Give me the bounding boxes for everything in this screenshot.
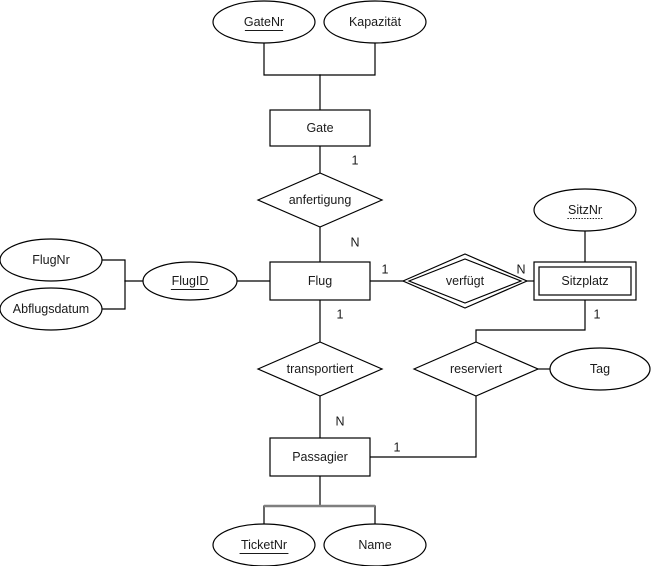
- relationship-label: anfertigung: [289, 193, 352, 207]
- entity-passagier[interactable]: Passagier: [269, 437, 371, 477]
- attribute-kapazitaet[interactable]: Kapazität: [323, 0, 427, 44]
- cardinality-anfertigung-flug: N: [350, 235, 359, 249]
- cardinality-passagier-reserviert: 1: [394, 440, 401, 454]
- attribute-ellipse: [0, 287, 103, 331]
- cardinality-gate-anfertigung: 1: [352, 153, 359, 167]
- entity-rect: [269, 109, 371, 147]
- attribute-ellipse: [212, 0, 316, 44]
- entity-label: Flug: [308, 274, 332, 288]
- attribute-label: Tag: [590, 362, 610, 376]
- connector-layer: [101, 42, 586, 525]
- connector-passagier-to-reserviert: [369, 395, 477, 458]
- attribute-ellipse: [323, 523, 427, 566]
- attribute-gatenr[interactable]: GateNr: [212, 0, 316, 44]
- attribute-label: FlugID: [172, 274, 209, 288]
- relationship-diamond: [412, 341, 540, 397]
- attribute-name[interactable]: Name: [323, 523, 427, 566]
- relationship-anfertigung[interactable]: anfertigung: [256, 172, 384, 228]
- entity-rect: [533, 261, 637, 301]
- entity-label: Sitzplatz: [561, 274, 608, 288]
- cardinality-verfuegt-sitzplatz: N: [516, 262, 525, 276]
- relationship-verfuegt[interactable]: verfügt: [401, 253, 529, 309]
- entity-rect: [269, 437, 371, 477]
- relationship-diamond: [401, 253, 529, 309]
- relationship-label: verfügt: [446, 274, 485, 288]
- attribute-label: TicketNr: [241, 538, 287, 552]
- attribute-ticketnr[interactable]: TicketNr: [212, 523, 316, 566]
- attribute-ellipse: [323, 0, 427, 44]
- connector-gatenr-to-gate-bus: [263, 42, 321, 76]
- connector-sitzplatz-to-reserviert: [475, 299, 586, 343]
- entity-flug[interactable]: Flug: [269, 261, 371, 301]
- attribute-label: Abflugsdatum: [13, 302, 89, 316]
- relationship-label: transportiert: [287, 362, 354, 376]
- connector-abflugsdatum-to-bus: [101, 280, 126, 310]
- attribute-label: GateNr: [244, 15, 284, 29]
- relationship-diamond: [256, 341, 384, 397]
- entity-gate[interactable]: Gate: [269, 109, 371, 147]
- cardinality-flug-verfuegt: 1: [382, 262, 389, 276]
- attribute-abflugsdatum[interactable]: Abflugsdatum: [0, 287, 103, 331]
- relationship-diamond: [256, 172, 384, 228]
- attribute-ellipse: [533, 188, 637, 232]
- attribute-sitznr[interactable]: SitzNr: [533, 188, 637, 232]
- attribute-ellipse: [549, 347, 651, 391]
- relationship-layer: anfertigung verfügt transportiert reservier…: [256, 172, 540, 397]
- entity-rect-inner: [538, 266, 632, 296]
- attribute-ellipse: [142, 261, 238, 301]
- attribute-label: SitzNr: [568, 203, 602, 217]
- entity-sitzplatz[interactable]: Sitzplatz: [533, 261, 637, 301]
- attribute-label: Kapazität: [349, 15, 402, 29]
- attribute-ellipse: [0, 238, 103, 282]
- attribute-ellipse: [212, 523, 316, 566]
- entity-rect: [269, 261, 371, 301]
- attribute-label: FlugNr: [32, 253, 70, 267]
- attribute-flugid[interactable]: FlugID: [142, 261, 238, 301]
- relationship-label: reserviert: [450, 362, 503, 376]
- entity-label: Gate: [306, 121, 333, 135]
- cardinality-sitzplatz-reserviert: 1: [594, 307, 601, 321]
- entity-label: Passagier: [292, 450, 348, 464]
- connector-kapazitaet-to-gate-bus: [319, 42, 376, 76]
- cardinality-flug-transportiert: 1: [337, 307, 344, 321]
- connector-flugnr-to-bus: [101, 259, 126, 282]
- cardinality-transportiert-passagier: N: [335, 414, 344, 428]
- attribute-flugnr[interactable]: FlugNr: [0, 238, 103, 282]
- attribute-tag[interactable]: Tag: [549, 347, 651, 391]
- relationship-diamond-inner: [407, 258, 523, 304]
- relationship-transportiert[interactable]: transportiert: [256, 341, 384, 397]
- attribute-label: Name: [358, 538, 391, 552]
- relationship-reserviert[interactable]: reserviert: [412, 341, 540, 397]
